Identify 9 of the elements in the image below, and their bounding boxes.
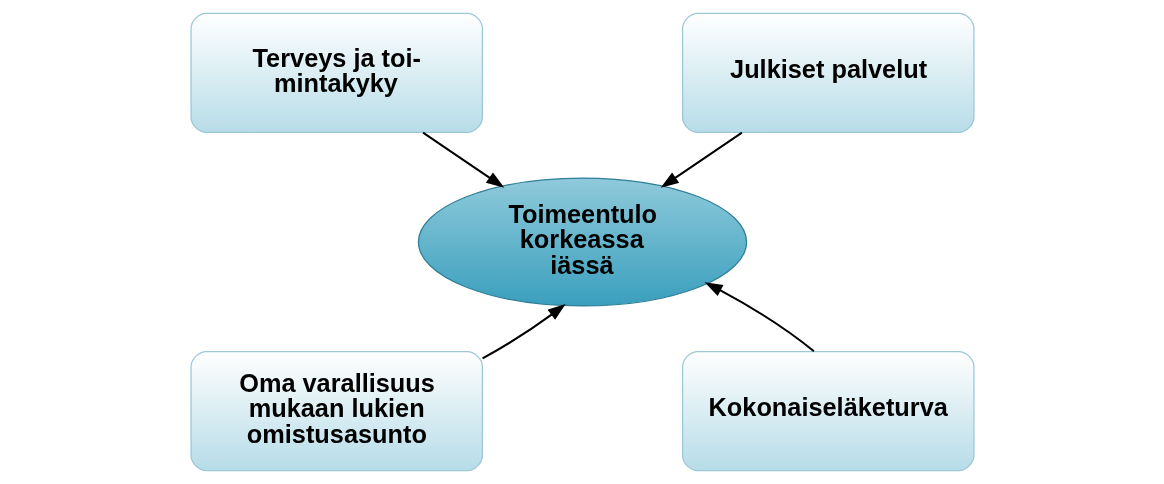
arrow xyxy=(481,303,566,360)
node-box: Julkiset palvelut xyxy=(681,12,975,134)
node-box: Oma varallisuus mukaan lukien omistusasunto xyxy=(189,350,483,472)
node-box: Terveys ja toi- mintakyky xyxy=(189,12,483,134)
node-ellipse: Toimeentulo korkeassa iässä xyxy=(417,177,747,307)
arrow xyxy=(421,131,504,188)
node-box: Kokonaiseläketurva xyxy=(681,350,975,472)
arrow xyxy=(704,282,815,353)
arrow xyxy=(660,131,743,188)
